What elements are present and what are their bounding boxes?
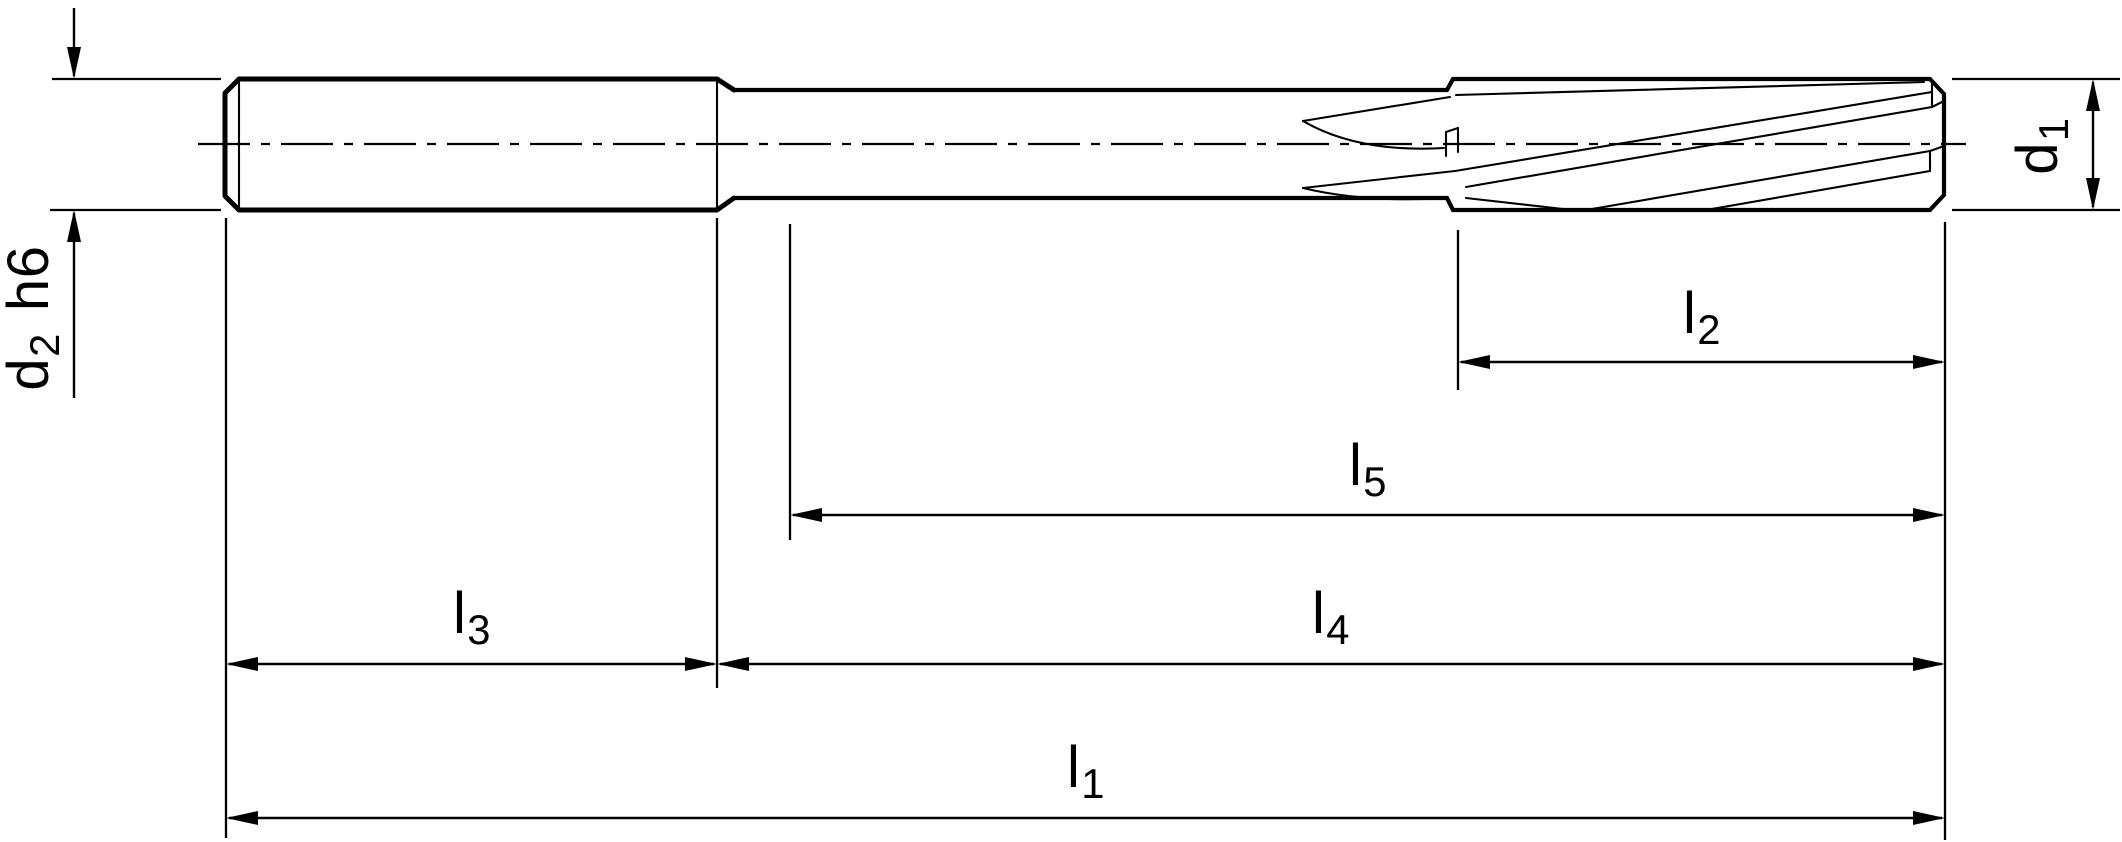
label-d2-main: d [0, 357, 62, 391]
label-l5: l5 [1349, 437, 1387, 503]
dimension-l2 [1458, 355, 1945, 369]
label-l1-main: l [1066, 735, 1081, 801]
dimension-lines [67, 8, 2100, 825]
label-l5-main: l [1348, 433, 1363, 499]
label-l1: l1 [1067, 739, 1105, 805]
label-l4-main: l [1311, 581, 1326, 647]
label-d1: d1 [2005, 117, 2078, 174]
extension-lines [50, 77, 2120, 840]
dimension-l4 [717, 657, 1945, 671]
dimension-l1 [226, 811, 1945, 825]
label-l1-sub: 1 [1081, 760, 1106, 808]
label-d1-sub: 1 [2030, 117, 2078, 142]
label-l5-sub: 5 [1363, 458, 1388, 506]
label-d2-sub: 2 [21, 333, 69, 357]
label-l4-sub: 4 [1326, 606, 1351, 654]
label-l2-sub: 2 [1697, 306, 1722, 354]
dimension-d2 [67, 8, 81, 398]
dimension-l5 [790, 508, 1945, 522]
tool-outline [222, 76, 1947, 213]
label-d1-main: d [2005, 141, 2071, 175]
flute-lines [1301, 80, 1946, 212]
chamfer-edge-lines [237, 77, 719, 212]
label-l3: l3 [453, 585, 491, 651]
dimension-d1 [2086, 79, 2100, 210]
label-l4: l4 [1312, 585, 1350, 651]
label-d2-suffix: h6 [0, 245, 62, 312]
label-l3-main: l [452, 581, 467, 647]
label-l2: l2 [1683, 285, 1721, 351]
label-l3-sub: 3 [467, 606, 492, 654]
label-l2-main: l [1682, 281, 1697, 347]
label-d2-h6: d2 h6 [0, 245, 69, 391]
dimension-l3 [226, 657, 717, 671]
